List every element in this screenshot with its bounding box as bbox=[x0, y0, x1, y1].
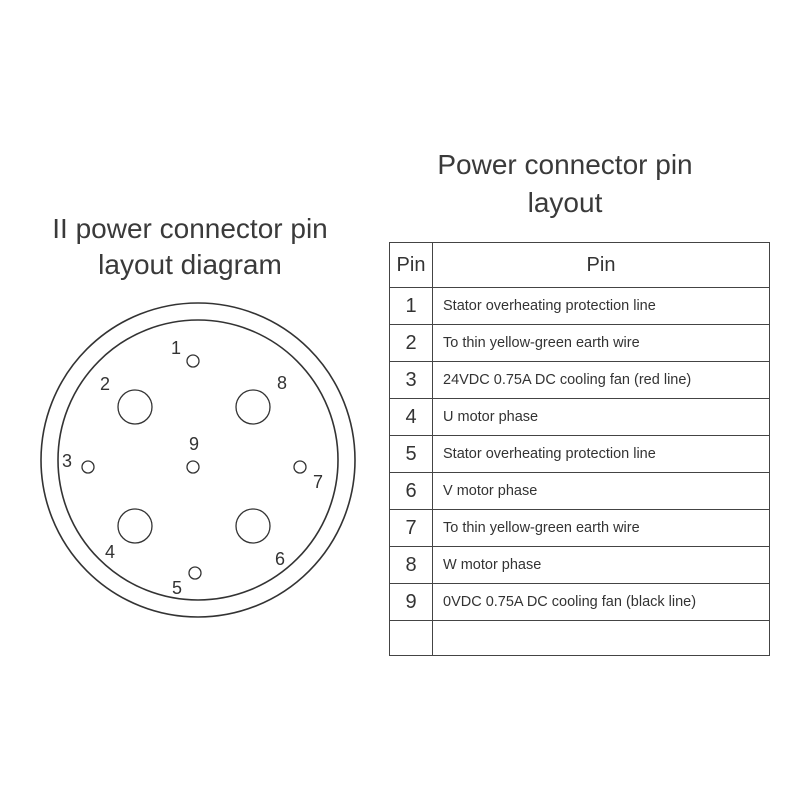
pin-1-label: 1 bbox=[171, 338, 181, 358]
row-pin-number: 5 bbox=[389, 435, 433, 473]
connector-inner-ring bbox=[57, 319, 339, 601]
table-row: 4 U motor phase bbox=[389, 398, 770, 436]
diagram-title-line-2: layout diagram bbox=[98, 249, 282, 280]
empty-cell bbox=[432, 620, 770, 656]
row-pin-description: To thin yellow-green earth wire bbox=[432, 509, 770, 547]
row-pin-number: 7 bbox=[389, 509, 433, 547]
row-pin-description: Stator overheating protection line bbox=[432, 435, 770, 473]
pin-4-label: 4 bbox=[105, 542, 115, 562]
row-pin-description: 24VDC 0.75A DC cooling fan (red line) bbox=[432, 361, 770, 399]
row-pin-description: To thin yellow-green earth wire bbox=[432, 324, 770, 362]
table-row: 1 Stator overheating protection line bbox=[389, 287, 770, 325]
pin-2-contact bbox=[117, 389, 153, 425]
header-pin-description: Pin bbox=[432, 242, 770, 288]
row-pin-description: U motor phase bbox=[432, 398, 770, 436]
header-pin-number: Pin bbox=[389, 242, 433, 288]
row-pin-number: 1 bbox=[389, 287, 433, 325]
row-pin-number: 8 bbox=[389, 546, 433, 584]
row-pin-description: V motor phase bbox=[432, 472, 770, 510]
pin-6-label: 6 bbox=[275, 549, 285, 569]
table-row: 6 V motor phase bbox=[389, 472, 770, 510]
table-title: Power connector pin layout bbox=[400, 146, 730, 222]
row-pin-number: 6 bbox=[389, 472, 433, 510]
empty-cell bbox=[389, 620, 433, 656]
row-pin-description: W motor phase bbox=[432, 546, 770, 584]
pin-7-contact bbox=[293, 460, 307, 474]
table-row: 9 0VDC 0.75A DC cooling fan (black line) bbox=[389, 583, 770, 621]
table-title-line-1: Power connector pin bbox=[437, 149, 693, 180]
diagram-title-line-1: II power connector pin bbox=[52, 213, 328, 244]
pin-4-contact bbox=[117, 508, 153, 544]
row-pin-number: 4 bbox=[389, 398, 433, 436]
table-header-row: Pin Pin bbox=[389, 242, 770, 288]
table-row: 2 To thin yellow-green earth wire bbox=[389, 324, 770, 362]
row-pin-number: 3 bbox=[389, 361, 433, 399]
pin-5-contact bbox=[188, 566, 202, 580]
diagram-title: II power connector pin layout diagram bbox=[20, 211, 360, 283]
pin-9-label: 9 bbox=[189, 434, 199, 454]
row-pin-description: Stator overheating protection line bbox=[432, 287, 770, 325]
pin-1-contact bbox=[186, 354, 200, 368]
pin-7-label: 7 bbox=[313, 472, 323, 492]
row-pin-number: 9 bbox=[389, 583, 433, 621]
table-title-line-2: layout bbox=[527, 187, 603, 218]
pin-3-label: 3 bbox=[62, 451, 72, 471]
connector-outer-ring bbox=[40, 302, 356, 618]
pin-2-label: 2 bbox=[100, 374, 110, 394]
pin-9-contact bbox=[186, 460, 200, 474]
pin-5-label: 5 bbox=[172, 578, 182, 598]
table-row: 5 Stator overheating protection line bbox=[389, 435, 770, 473]
row-pin-description: 0VDC 0.75A DC cooling fan (black line) bbox=[432, 583, 770, 621]
table-row: 8 W motor phase bbox=[389, 546, 770, 584]
table-row: 3 24VDC 0.75A DC cooling fan (red line) bbox=[389, 361, 770, 399]
pin-table: Pin Pin 1 Stator overheating protection … bbox=[389, 242, 770, 656]
pin-8-label: 8 bbox=[277, 373, 287, 393]
table-row: 7 To thin yellow-green earth wire bbox=[389, 509, 770, 547]
pin-3-contact bbox=[81, 460, 95, 474]
pin-8-contact bbox=[235, 389, 271, 425]
table-empty-row bbox=[389, 620, 770, 656]
pin-6-contact bbox=[235, 508, 271, 544]
row-pin-number: 2 bbox=[389, 324, 433, 362]
